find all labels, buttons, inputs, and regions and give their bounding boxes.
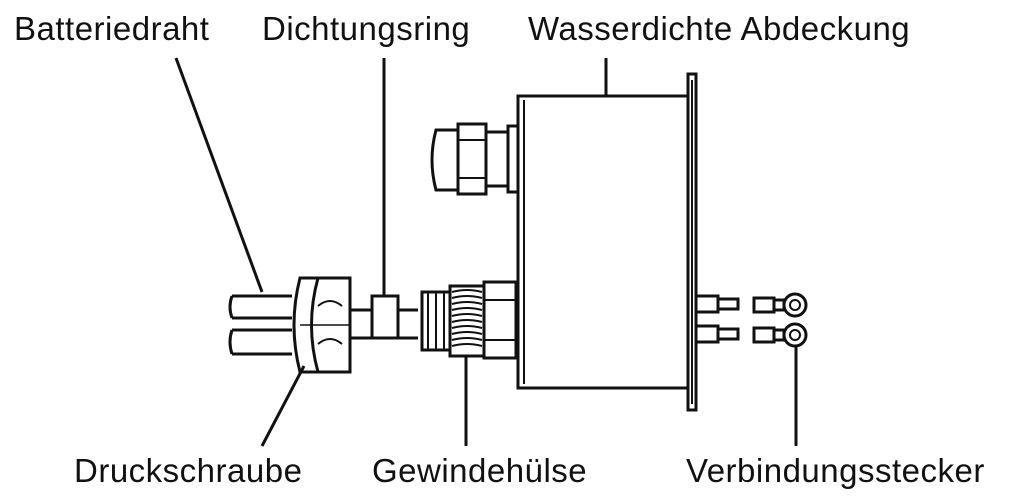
thread-ridge: [451, 337, 483, 341]
threaded-sleeve: [420, 280, 518, 360]
battery-wire-cables: [228, 294, 292, 356]
ring-terminals: [752, 292, 808, 348]
thread-ridge: [451, 307, 483, 311]
leader-battery-wire: [174, 57, 264, 293]
thread-ridge: [451, 313, 483, 317]
label-threaded-sleeve: Gewindehülse: [372, 452, 588, 489]
label-pressure-screw: Druckschraube: [74, 452, 303, 489]
thread-ridge: [451, 325, 483, 329]
top-cable-gland: [430, 122, 520, 196]
leader-pressure-screw: [260, 365, 306, 447]
pressure-screw: [292, 276, 352, 374]
sealing-ring: [370, 294, 418, 340]
thread-ridge: [451, 289, 483, 293]
label-sealing-ring: Dichtungsring: [262, 10, 471, 47]
housing-pins: [694, 294, 740, 344]
leader-lines: [174, 57, 798, 447]
cable-segment: [350, 308, 372, 340]
label-battery-wire: Batteriedraht: [14, 10, 210, 47]
thread-ridge: [451, 319, 483, 323]
thread-ridge: [451, 301, 483, 305]
thread-ridge: [451, 295, 483, 299]
thread-ridge: [451, 343, 483, 347]
label-waterproof-cover: Wasserdichte Abdeckung: [528, 10, 911, 47]
label-connector-plugs: Verbindungsstecker: [686, 452, 985, 489]
thread-ridge: [451, 331, 483, 335]
waterproof-cover-housing: [516, 72, 698, 412]
